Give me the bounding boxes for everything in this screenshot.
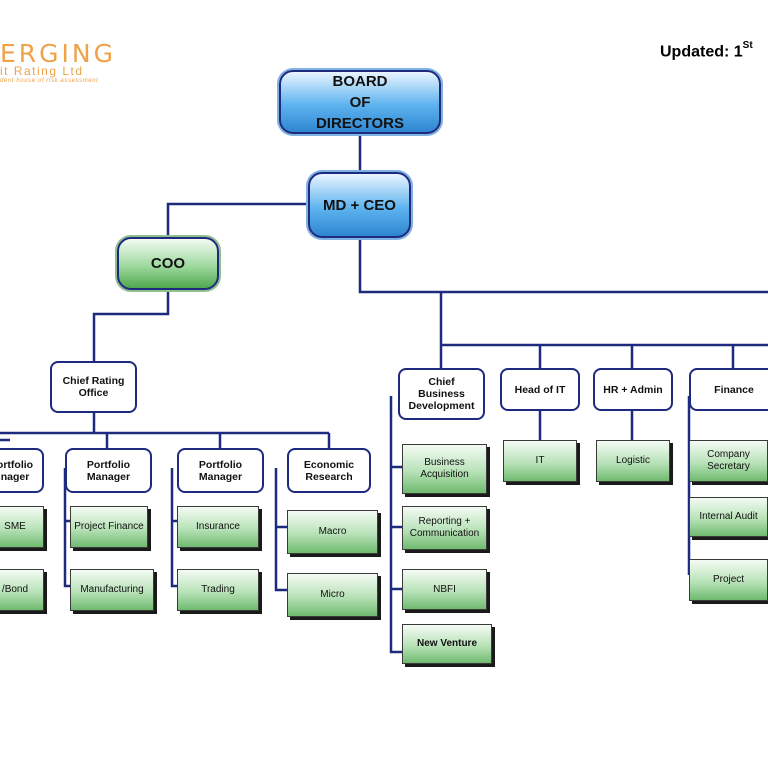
coo-label: COO — [150, 255, 186, 272]
unit-new-venture-label: New Venture — [416, 638, 478, 649]
md-ceo-label: MD + CEO — [323, 196, 396, 214]
finance-label: Finance — [714, 383, 754, 396]
unit-project-label: Project — [712, 574, 745, 585]
ba-line-1: Business — [424, 457, 465, 468]
unit-insurance: Insurance — [177, 506, 259, 548]
pm1-line-2: nager — [0, 470, 30, 483]
unit-project: Project — [689, 559, 768, 601]
unit-insurance-label: Insurance — [196, 521, 240, 532]
unit-sme: SME — [0, 506, 44, 548]
unit-logistic-label: Logistic — [616, 455, 650, 466]
pm2-line-1: Portfolio — [86, 458, 131, 471]
cs-line-2: Secretary — [707, 461, 750, 472]
unit-trading: Trading — [177, 569, 259, 611]
cbd-line-2: Business — [418, 388, 465, 400]
pm3-line-2: Manager — [198, 470, 243, 483]
rc-line-1: Reporting + — [418, 516, 471, 527]
econ-line-1: Economic — [303, 458, 355, 471]
unit-nbfi: NBFI — [402, 569, 487, 610]
company-logo-tagline: dent house of risk assessment — [0, 78, 99, 84]
unit-project-finance: Project Finance — [70, 506, 148, 548]
unit-macro: Macro — [287, 510, 378, 554]
unit-new-venture: New Venture — [402, 624, 492, 664]
unit-sme-label: SME — [4, 521, 26, 532]
cbd-line-3: Development — [408, 400, 475, 412]
unit-macro-label: Macro — [318, 526, 347, 537]
finance-node: Finance — [689, 368, 768, 411]
board-line-3: DIRECTORS — [315, 114, 405, 132]
pm1-line-1: ortfolio — [0, 458, 34, 471]
unit-manufacturing: Manufacturing — [70, 569, 154, 611]
unit-project-finance-label: Project Finance — [74, 521, 144, 532]
unit-internal-audit-label: Internal Audit — [699, 511, 758, 522]
company-logo-subtitle: it Rating Ltd — [0, 64, 84, 78]
cbd-line-1: Chief — [428, 376, 455, 388]
unit-nbfi-label: NBFI — [433, 583, 456, 595]
unit-reporting-communication: Reporting +Communication — [402, 506, 487, 550]
updated-label: Updated: 1 — [660, 43, 743, 61]
unit-internal-audit: Internal Audit — [689, 497, 768, 537]
updated-suffix: St — [742, 40, 753, 51]
unit-bond-label: /Bond — [1, 584, 29, 595]
econ-line-2: Research — [305, 470, 353, 483]
unit-trading-label: Trading — [201, 584, 235, 595]
unit-it-label: IT — [535, 455, 545, 466]
hr-admin-label: HR + Admin — [603, 383, 663, 396]
unit-it: IT — [503, 440, 577, 482]
hr-admin-node: HR + Admin — [593, 368, 673, 411]
pm2-line-2: Manager — [86, 470, 131, 483]
unit-micro: Micro — [287, 573, 378, 617]
ba-line-2: Acquisition — [420, 469, 469, 480]
unit-manufacturing-label: Manufacturing — [80, 584, 144, 595]
coo-node: COO — [117, 237, 219, 290]
updated-date: Updated: 1St — [660, 40, 753, 61]
unit-micro-label: Micro — [320, 589, 345, 600]
head-of-it-node: Head of IT — [500, 368, 580, 411]
board-line-1: BOARD — [332, 72, 388, 90]
chief-rating-line-1: Chief Rating — [62, 375, 125, 387]
head-it-label: Head of IT — [514, 383, 566, 396]
rc-line-2: Communication — [409, 528, 480, 539]
board-of-directors-node: BOARD OF DIRECTORS — [279, 70, 441, 134]
pm3-line-1: Portfolio — [198, 458, 243, 471]
company-logo-text: ERGING — [0, 39, 116, 68]
cs-line-1: Company — [707, 449, 750, 460]
chief-rating-line-2: Office — [78, 387, 109, 399]
unit-logistic: Logistic — [596, 440, 670, 482]
unit-bond: /Bond — [0, 569, 44, 611]
board-line-2: OF — [349, 93, 371, 111]
md-ceo-node: MD + CEO — [308, 172, 411, 238]
